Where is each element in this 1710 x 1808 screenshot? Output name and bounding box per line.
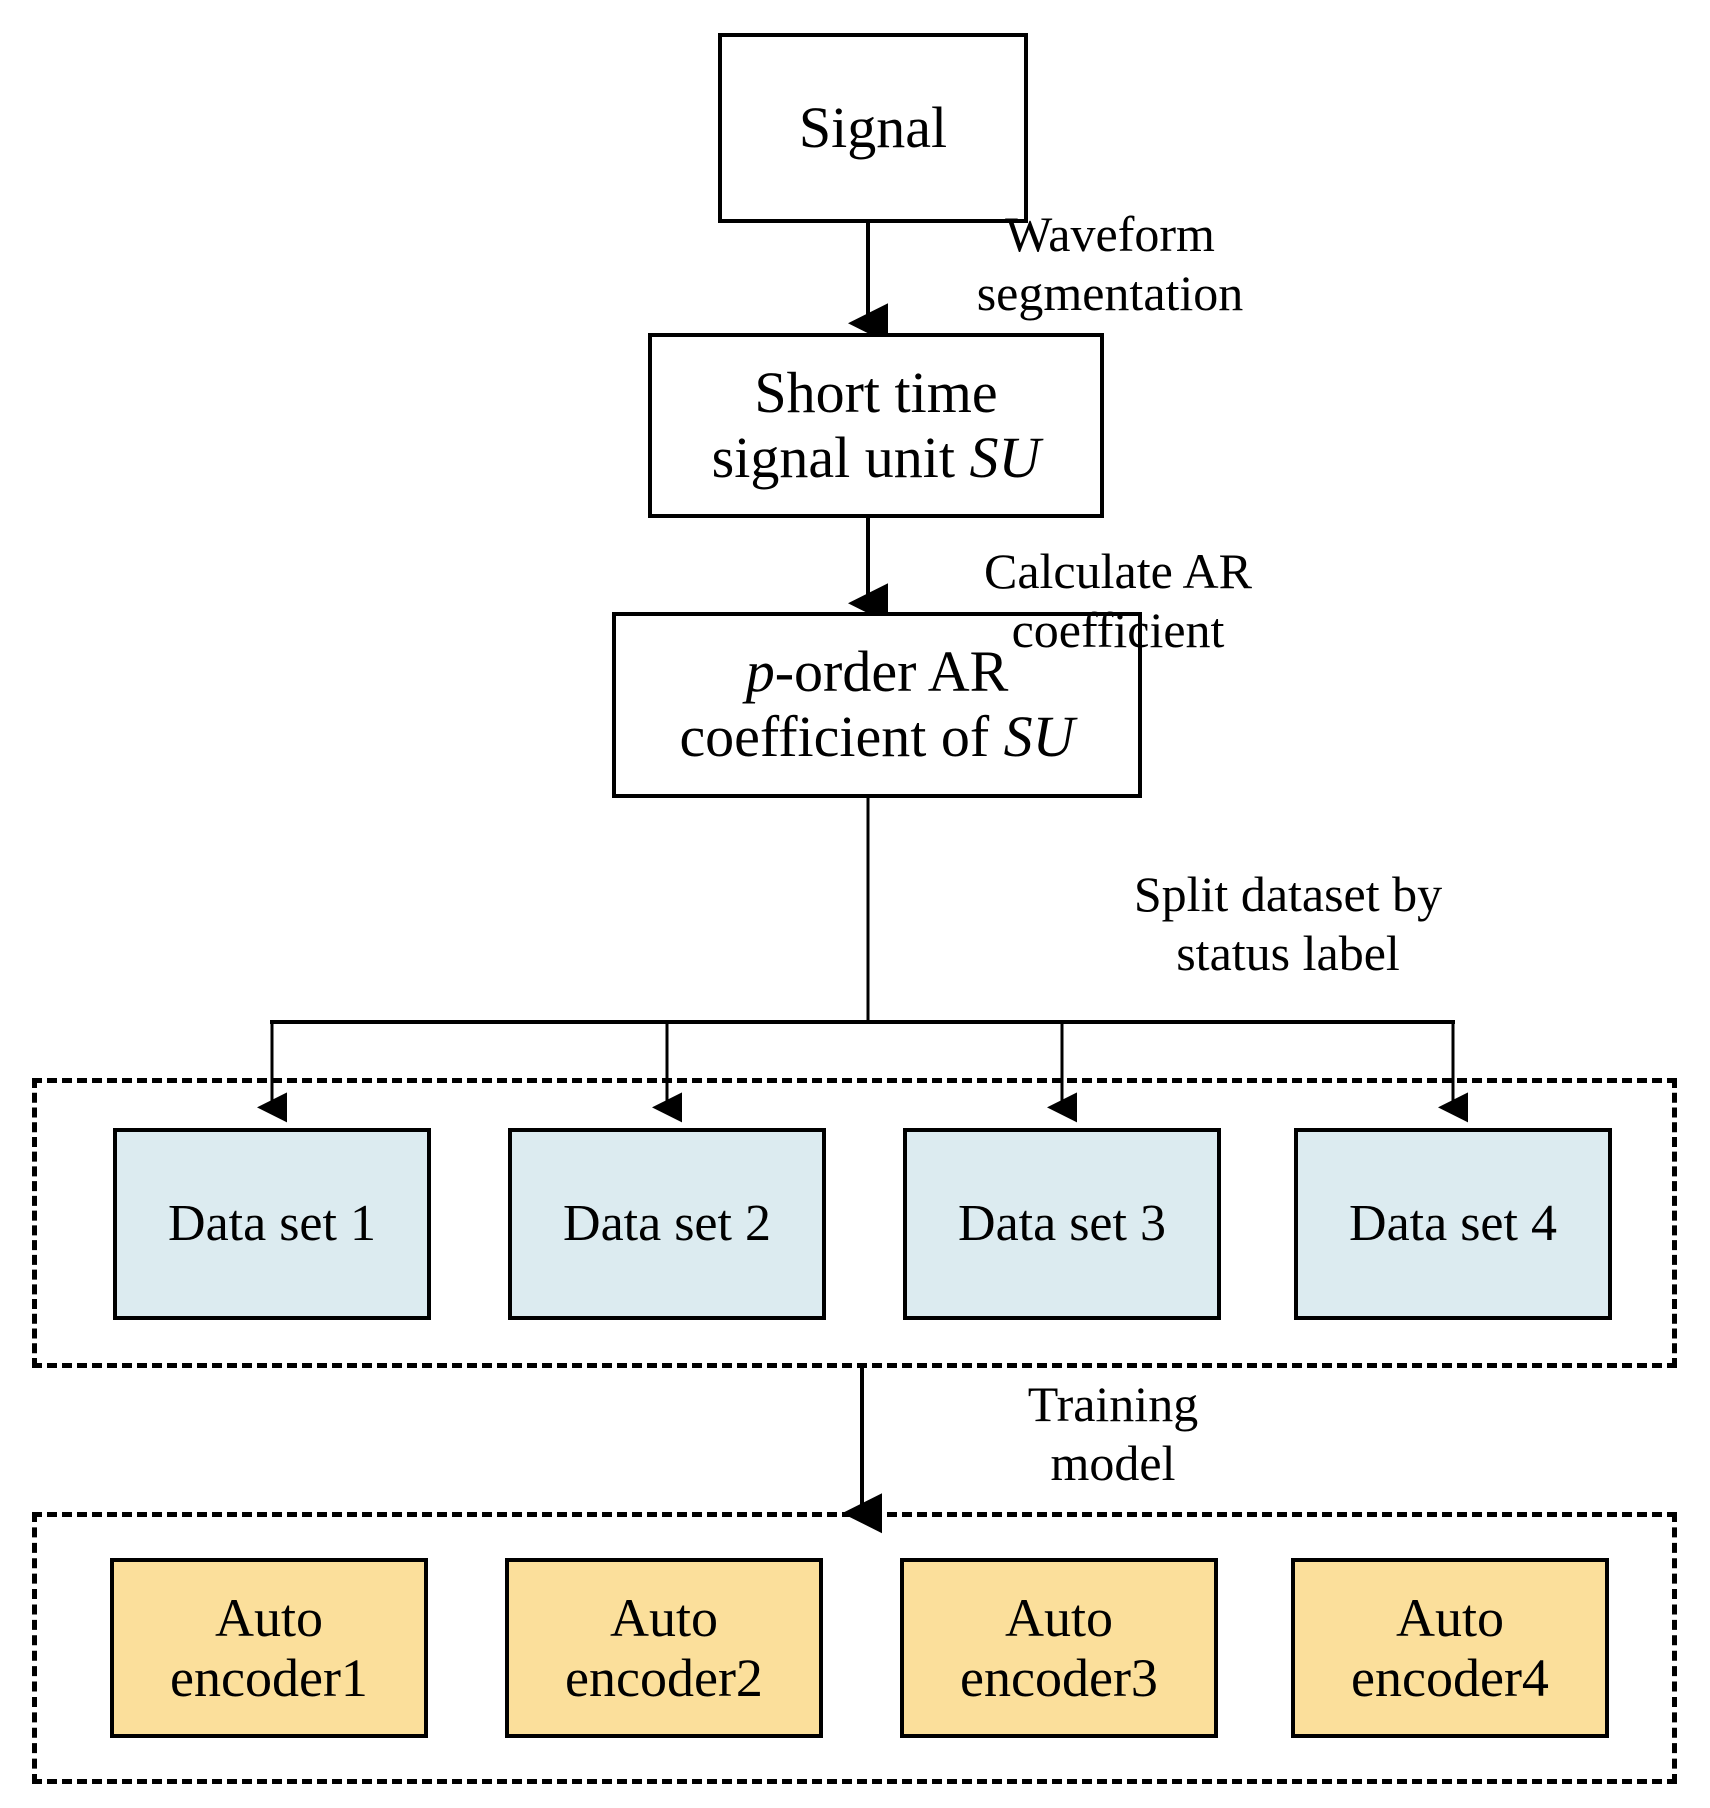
node-auto-encoder-3-line2: encoder3 — [960, 1648, 1158, 1708]
node-ar-line1-italic: p — [745, 639, 775, 705]
edge-label-calculate-ar: Calculate AR coefficient — [984, 542, 1252, 660]
node-auto-encoder-4-line1: Auto — [1396, 1587, 1504, 1648]
edge-label-calculate-line1: Calculate AR — [984, 543, 1252, 599]
edge-label-calculate-line2: coefficient — [1011, 602, 1225, 658]
node-data-set-2-label: Data set 2 — [563, 1194, 771, 1252]
node-data-set-3-label: Data set 3 — [958, 1194, 1166, 1252]
node-ar-line2-italic: SU — [1003, 704, 1075, 769]
node-ar-line2: coefficient of SU — [679, 704, 1075, 770]
edge-label-training-line1: Training — [1027, 1376, 1199, 1432]
node-auto-encoder-1-line2: encoder1 — [170, 1648, 368, 1708]
node-ar-line2-prefix: coefficient of — [679, 704, 1004, 769]
node-signal[interactable]: Signal — [718, 33, 1028, 223]
node-auto-encoder-2[interactable]: Auto encoder2 — [505, 1558, 823, 1738]
node-auto-encoder-4[interactable]: Auto encoder4 — [1291, 1558, 1609, 1738]
node-short-time-line2-prefix: signal unit — [711, 424, 970, 490]
node-auto-encoder-2-line2: encoder2 — [565, 1648, 763, 1708]
node-data-set-1-label: Data set 1 — [168, 1194, 376, 1252]
node-ar-coefficient[interactable]: p-order AR coefficient of SU — [612, 612, 1142, 798]
node-auto-encoder-1[interactable]: Auto encoder1 — [110, 1558, 428, 1738]
edge-label-training-model: Training model — [1028, 1375, 1198, 1493]
edge-label-waveform-line2: segmentation — [976, 265, 1244, 321]
node-short-time-line2: signal unit SU — [711, 424, 1041, 491]
dataset-group-container — [32, 1078, 1677, 1368]
encoder-group-container — [32, 1512, 1677, 1784]
node-auto-encoder-4-line2: encoder4 — [1351, 1648, 1549, 1708]
node-auto-encoder-3[interactable]: Auto encoder3 — [900, 1558, 1218, 1738]
node-data-set-4-label: Data set 4 — [1349, 1194, 1557, 1252]
edge-label-split-line2: status label — [1176, 925, 1400, 981]
edge-label-split-line1: Split dataset by — [1133, 866, 1443, 922]
node-ar-line1: p-order AR — [745, 639, 1009, 705]
node-auto-encoder-2-line1: Auto — [610, 1587, 718, 1648]
edge-label-split-dataset: Split dataset by status label — [1134, 865, 1442, 983]
node-short-time-signal-unit[interactable]: Short time signal unit SU — [648, 333, 1104, 518]
node-auto-encoder-1-line1: Auto — [215, 1587, 323, 1648]
node-short-time-line1: Short time — [754, 359, 998, 425]
node-signal-label: Signal — [798, 94, 948, 160]
node-data-set-1[interactable]: Data set 1 — [113, 1128, 431, 1320]
edge-label-waveform-line1: Waveform — [1005, 206, 1215, 262]
edge-label-waveform-segmentation: Waveform segmentation — [977, 205, 1244, 323]
node-data-set-4[interactable]: Data set 4 — [1294, 1128, 1612, 1320]
node-short-time-line2-italic: SU — [969, 424, 1041, 490]
node-auto-encoder-3-line1: Auto — [1005, 1587, 1113, 1648]
edge-label-training-line2: model — [1050, 1435, 1176, 1491]
node-ar-line1-suffix: -order AR — [774, 639, 1009, 705]
node-data-set-3[interactable]: Data set 3 — [903, 1128, 1221, 1320]
node-data-set-2[interactable]: Data set 2 — [508, 1128, 826, 1320]
